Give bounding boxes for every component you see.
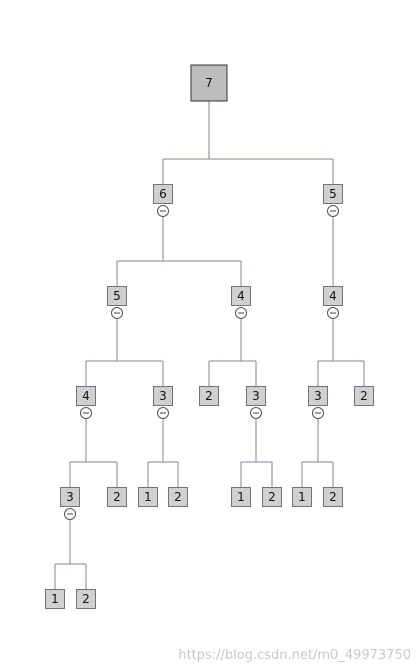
collapse-icon[interactable]	[327, 307, 339, 319]
collapse-icon[interactable]	[250, 407, 262, 419]
node-value: 2	[174, 490, 182, 504]
collapse-icon[interactable]	[235, 307, 247, 319]
tree-node[interactable]: 2	[323, 487, 343, 507]
tree-node[interactable]: 3	[153, 386, 173, 406]
node-box	[246, 386, 266, 406]
node-box	[107, 487, 127, 507]
tree-node[interactable]: 4	[231, 286, 251, 306]
node-box	[153, 184, 173, 204]
node-box	[231, 487, 251, 507]
node-value: 3	[314, 389, 322, 403]
node-box	[168, 487, 188, 507]
node-value: 4	[82, 389, 90, 403]
tree-node[interactable]: 3	[308, 386, 328, 406]
tree-node[interactable]: 5	[323, 184, 343, 204]
tree-node[interactable]: 2	[76, 589, 96, 609]
tree-nodes: 7 6 5 4 3 1 2 2 3 1 2 4 2 3 1 2 5 4 3 1 2 2	[45, 64, 374, 609]
root-node[interactable]: 7	[190, 64, 228, 102]
tree-node[interactable]: 2	[168, 487, 188, 507]
tree-node[interactable]: 1	[292, 487, 312, 507]
tree-node[interactable]: 2	[107, 487, 127, 507]
connector-lines	[54, 101, 365, 590]
tree-node[interactable]: 1	[45, 589, 65, 609]
node-value: 3	[159, 389, 167, 403]
node-value: 3	[252, 389, 260, 403]
node-value: 2	[82, 592, 90, 606]
collapse-icon[interactable]	[64, 508, 76, 520]
node-box	[262, 487, 282, 507]
node-value: 4	[329, 289, 337, 303]
tree-node[interactable]: 3	[60, 487, 80, 507]
node-value: 4	[237, 289, 245, 303]
node-box	[190, 64, 228, 102]
node-value: 1	[144, 490, 152, 504]
node-box	[354, 386, 374, 406]
node-box	[60, 487, 80, 507]
node-value: 5	[113, 289, 121, 303]
node-box	[107, 286, 127, 306]
node-value: 2	[360, 389, 368, 403]
node-value: 6	[159, 187, 167, 201]
node-value: 7	[205, 76, 213, 90]
node-box	[45, 589, 65, 609]
tree-node[interactable]: 4	[76, 386, 96, 406]
node-value: 1	[237, 490, 245, 504]
node-value: 2	[205, 389, 213, 403]
collapse-icon[interactable]	[111, 307, 123, 319]
node-box	[199, 386, 219, 406]
node-value: 2	[268, 490, 276, 504]
tree-node[interactable]: 2	[262, 487, 282, 507]
collapse-icon[interactable]	[80, 407, 92, 419]
tree-node[interactable]: 3	[246, 386, 266, 406]
collapse-icon[interactable]	[157, 205, 169, 217]
tree-node[interactable]: 1	[231, 487, 251, 507]
node-box	[231, 286, 251, 306]
node-box	[138, 487, 158, 507]
tree-node[interactable]: 6	[153, 184, 173, 204]
collapse-icon[interactable]	[312, 407, 324, 419]
node-box	[153, 386, 173, 406]
collapse-icon[interactable]	[157, 407, 169, 419]
tree-node[interactable]: 5	[107, 286, 127, 306]
tree-node[interactable]: 4	[323, 286, 343, 306]
node-box	[323, 487, 343, 507]
node-value: 2	[113, 490, 121, 504]
node-box	[76, 589, 96, 609]
node-box	[308, 386, 328, 406]
collapse-icon[interactable]	[327, 205, 339, 217]
node-value: 1	[51, 592, 59, 606]
node-box	[76, 386, 96, 406]
node-box	[323, 286, 343, 306]
watermark-text: https://blog.csdn.net/m0_49973750	[178, 648, 411, 663]
node-value: 3	[66, 490, 74, 504]
tree-node[interactable]: 2	[199, 386, 219, 406]
node-box	[292, 487, 312, 507]
node-value: 2	[329, 490, 337, 504]
tree-node[interactable]: 2	[354, 386, 374, 406]
node-value: 5	[329, 187, 337, 201]
tree-node[interactable]: 1	[138, 487, 158, 507]
node-value: 1	[298, 490, 306, 504]
node-box	[323, 184, 343, 204]
